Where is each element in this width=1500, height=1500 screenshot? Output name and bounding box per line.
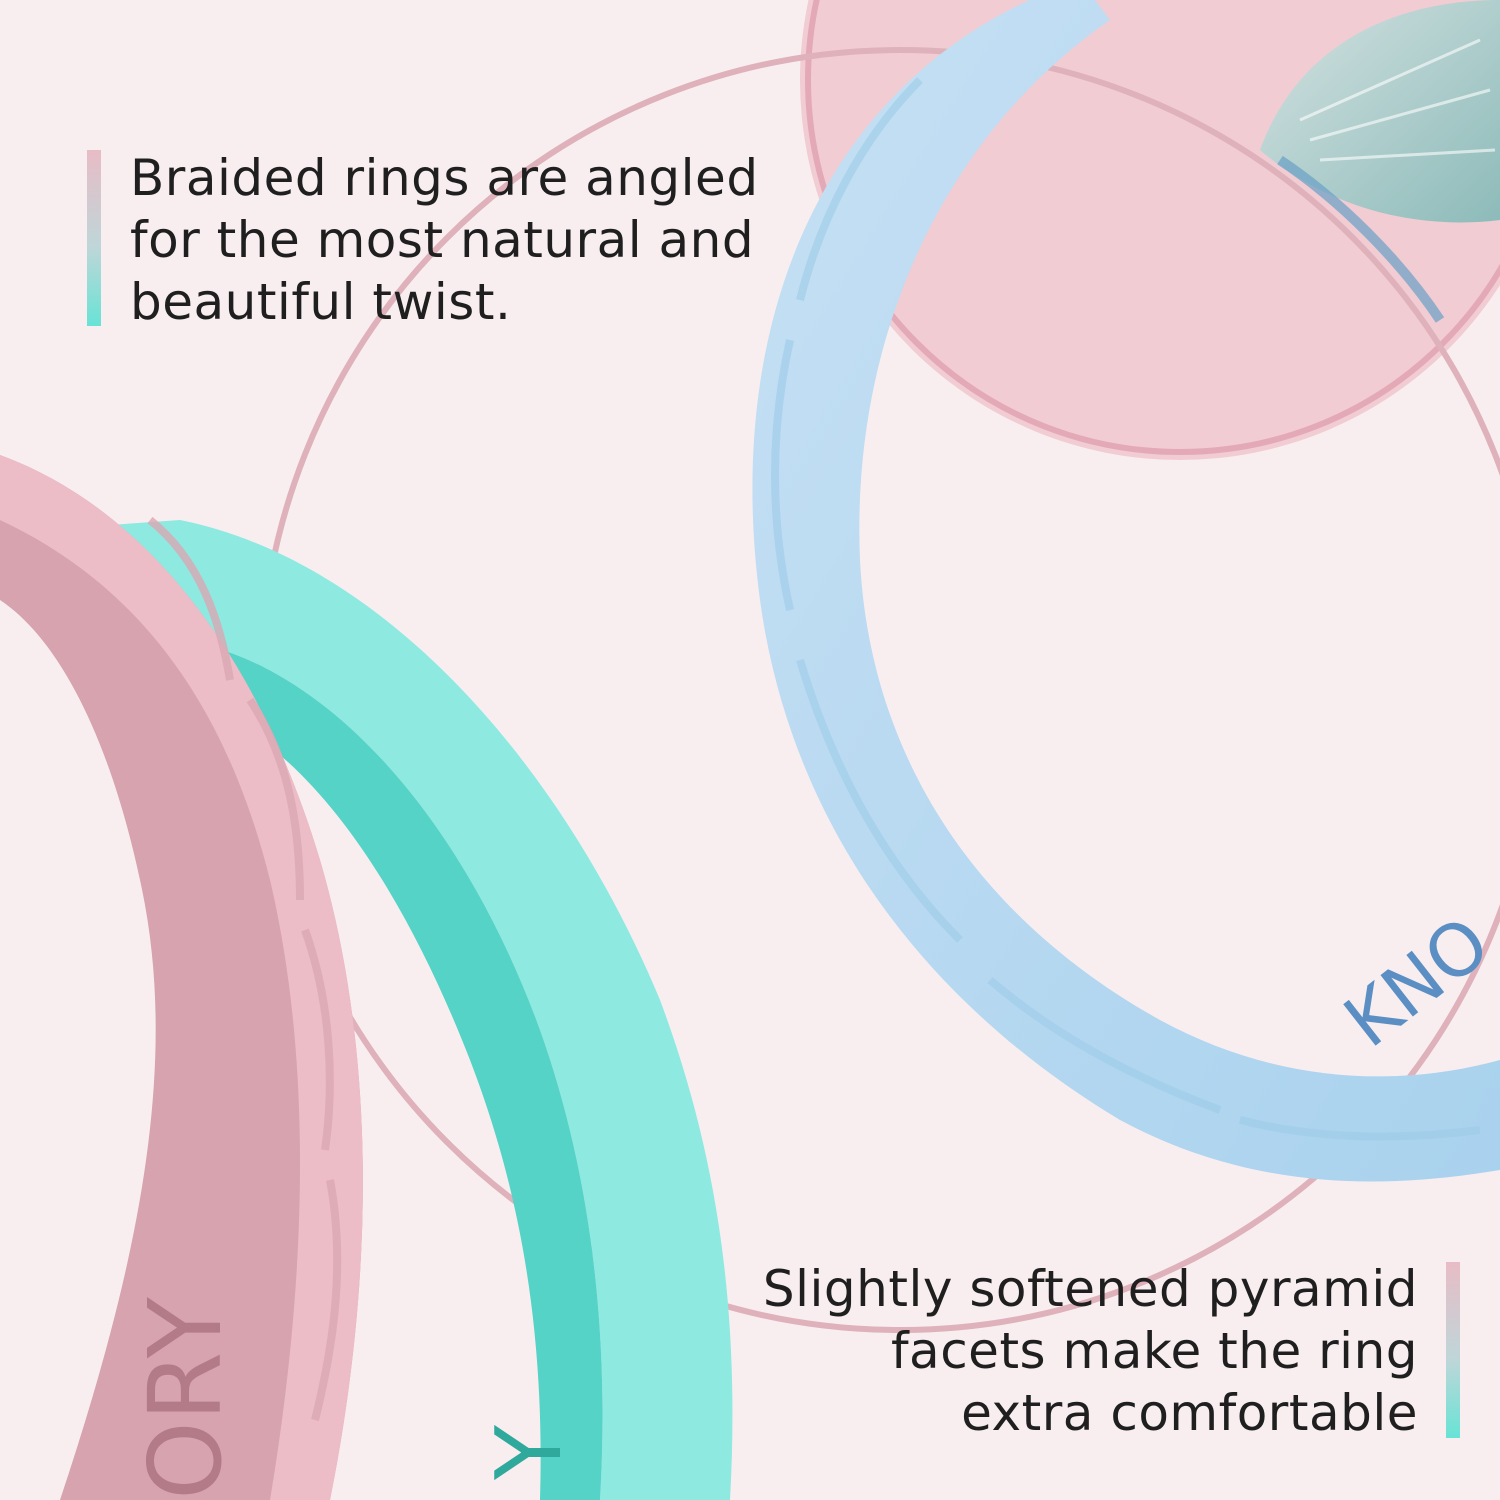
- leaf-decoration: [1260, 0, 1500, 323]
- caption-accent-bar-bottom: [1446, 1262, 1460, 1438]
- caption-line: Slightly softened pyramid: [762, 1260, 1418, 1318]
- caption-line: facets make the ring: [890, 1322, 1418, 1380]
- caption-line: extra comfortable: [961, 1384, 1418, 1442]
- blue-ring-engraving: KNO: [1329, 900, 1500, 1063]
- teal-ring-engraving: Y: [477, 1424, 582, 1481]
- caption-line: Braided rings are angled: [130, 149, 759, 207]
- caption-accent-bar-top: [87, 150, 101, 326]
- caption-line: for the most natural and: [130, 211, 755, 269]
- caption-pyramid-facets: Slightly softened pyramid facets make th…: [738, 1258, 1418, 1444]
- pink-ring-engraving: ORY: [127, 1296, 244, 1500]
- caption-line: beautiful twist.: [130, 273, 512, 331]
- pink-braided-ring: ORY: [0, 455, 363, 1500]
- caption-braided-twist: Braided rings are angled for the most na…: [130, 147, 770, 333]
